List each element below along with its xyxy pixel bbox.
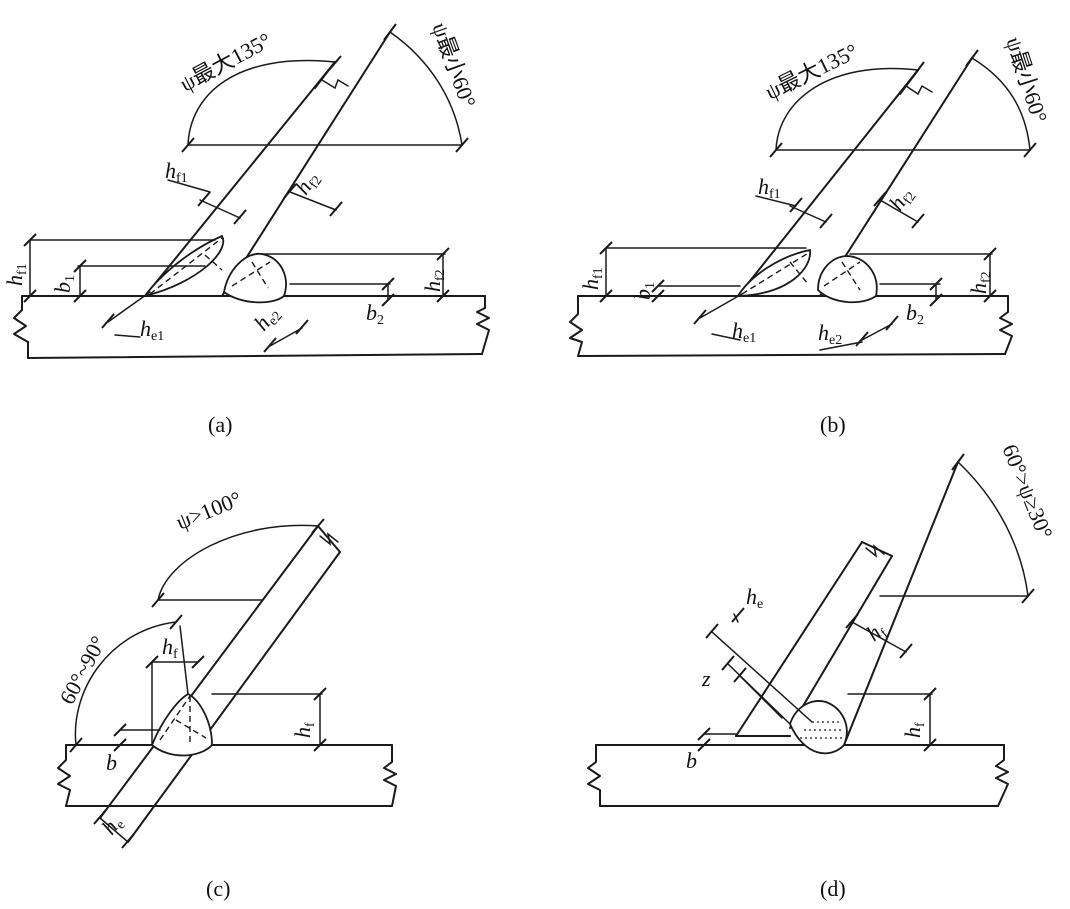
dimensions-d (697, 607, 937, 752)
panel-a: ψ最大135° ψ最小60° (2, 19, 490, 437)
b-label-c: b (106, 750, 117, 775)
dimensions-a (23, 179, 450, 353)
angle-arc-a: ψ最大135° ψ最小60° (176, 19, 481, 153)
hf1-top-label-b: hf1 (758, 174, 781, 202)
he1-label-b: he1 (732, 318, 756, 346)
inclined-member-d (735, 461, 959, 746)
angle-min-label-b: ψ最小60° (1001, 34, 1052, 126)
b1-label-b: b1 (630, 282, 658, 300)
base-plate-d (587, 744, 1009, 807)
hf2-label-a: hf2 (420, 269, 448, 292)
caption-a: (a) (208, 412, 232, 437)
base-plate-a (13, 295, 490, 359)
weld-c (150, 692, 213, 757)
weld-heel-a (223, 253, 287, 304)
he-label-d: he (746, 584, 763, 612)
he2-label-a: he2 (249, 301, 286, 338)
angle-arc-b: ψ最大135° ψ最小60° (761, 34, 1052, 158)
b1-label-a: b1 (50, 275, 78, 293)
dimensions-b (599, 191, 997, 351)
hf1-label-b: hf1 (578, 267, 606, 290)
hf1-top-label-a: hf1 (165, 158, 188, 186)
he2-label-b: he2 (818, 320, 842, 348)
caption-c: (c) (206, 876, 230, 901)
b2-label-b: b2 (906, 300, 924, 328)
angle-main-label-c: ψ>100° (173, 486, 245, 535)
hf1-label-a: hf1 (2, 263, 30, 286)
caption-b: (b) (820, 412, 846, 437)
panel-b: ψ最大135° ψ最小60° (569, 34, 1052, 437)
angle-max-label-a: ψ最大135° (176, 28, 276, 97)
panel-d: 60°>ψ≥30° he z hf hf b (587, 441, 1058, 901)
hf-label-d: hf (900, 722, 928, 738)
labels-a: hf1 b1 hf1 hf2 hf2 b2 he1 he2 (2, 158, 448, 344)
panel-c: ψ>100° 60°~90° hf hf b h (54, 486, 397, 901)
he1-label-a: he1 (140, 316, 164, 344)
angle-arc-d: 60°>ψ≥30° (879, 441, 1058, 604)
hf-label-c: hf (290, 722, 318, 738)
weld-toe-b (736, 248, 811, 297)
angle-min-label-a: ψ最小60° (427, 19, 481, 111)
dimensions-c (93, 625, 327, 849)
base-plate-b (569, 295, 1013, 357)
weld-heel-b (817, 255, 878, 304)
caption-d: (d) (820, 876, 846, 901)
b2-label-a: b2 (366, 300, 384, 328)
hf2-top-label-a: hf2 (290, 166, 326, 201)
hf-top-label-c: hf (162, 634, 178, 662)
hf2-label-b: hf2 (966, 271, 994, 294)
z-label-d: z (701, 666, 711, 691)
b-label-d: b (686, 748, 697, 773)
angle-max-label-b: ψ最大135° (761, 38, 861, 104)
hf-top-label-d: hf (861, 616, 891, 648)
inclined-member-c (99, 525, 341, 843)
